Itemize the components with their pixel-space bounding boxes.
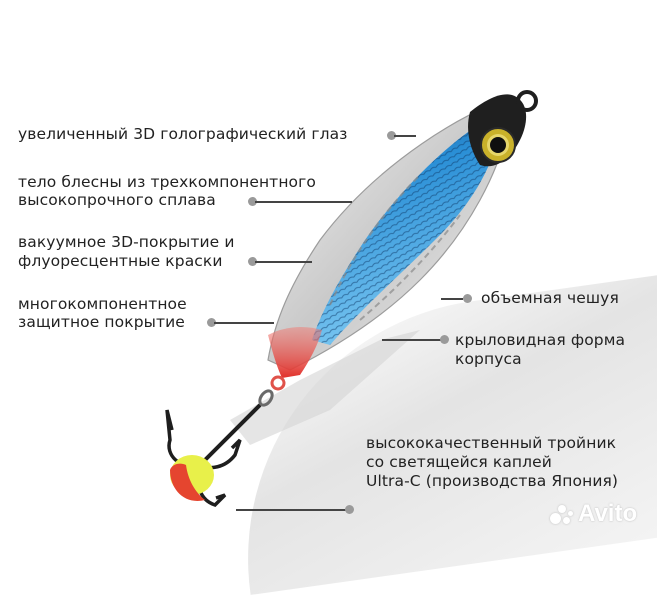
- label-protect-line2: защитное покрытие: [18, 313, 185, 331]
- leader-dot: [207, 318, 216, 327]
- leader-dot: [440, 335, 449, 344]
- lure-illustration: [165, 90, 538, 508]
- label-body-line2: высокопрочного сплава: [18, 191, 216, 209]
- leader-dot: [248, 257, 257, 266]
- avito-watermark: Avito: [578, 500, 638, 527]
- lure-top-ring: [516, 90, 538, 112]
- label-coating-line2: флуоресцентные краски: [18, 252, 223, 270]
- leader-line: [214, 322, 274, 324]
- leader-dot: [387, 131, 396, 140]
- label-wing-line1: крыловидная форма: [455, 331, 626, 349]
- leader-dot: [248, 197, 257, 206]
- leader-line: [394, 135, 416, 137]
- label-hook-line1: высококачественный тройник: [366, 434, 617, 452]
- label-eye: увеличенный 3D голографический глаз: [18, 125, 348, 143]
- lure-shadow: [230, 330, 420, 445]
- leader-line: [441, 298, 463, 300]
- label-protect-line1: многокомпонентное: [18, 295, 187, 313]
- label-hook-line3: Ultra-C (производства Япония): [366, 472, 619, 490]
- leader-line: [382, 339, 442, 341]
- lure-red-tail: [268, 327, 322, 378]
- leader-dot: [345, 505, 354, 514]
- label-coating-line1: вакуумное 3D-покрытие и: [18, 233, 235, 251]
- label-body-line1: тело блесны из трехкомпонентного: [18, 173, 316, 191]
- hook-shank: [198, 403, 262, 467]
- label-wing-line2: корпуса: [455, 350, 522, 368]
- avito-logo-icon: [550, 503, 576, 529]
- leader-dot: [463, 294, 472, 303]
- label-hook-line2: со светящейся каплей: [366, 453, 552, 471]
- leader-line: [255, 261, 312, 263]
- lure-scale-pattern: [312, 118, 500, 345]
- lure-infographic: увеличенный 3D голографический глаз тело…: [18, 90, 657, 595]
- leader-line: [236, 509, 346, 511]
- split-ring: [270, 375, 286, 391]
- leader-line: [255, 201, 352, 203]
- label-scales: объемная чешуя: [481, 289, 619, 307]
